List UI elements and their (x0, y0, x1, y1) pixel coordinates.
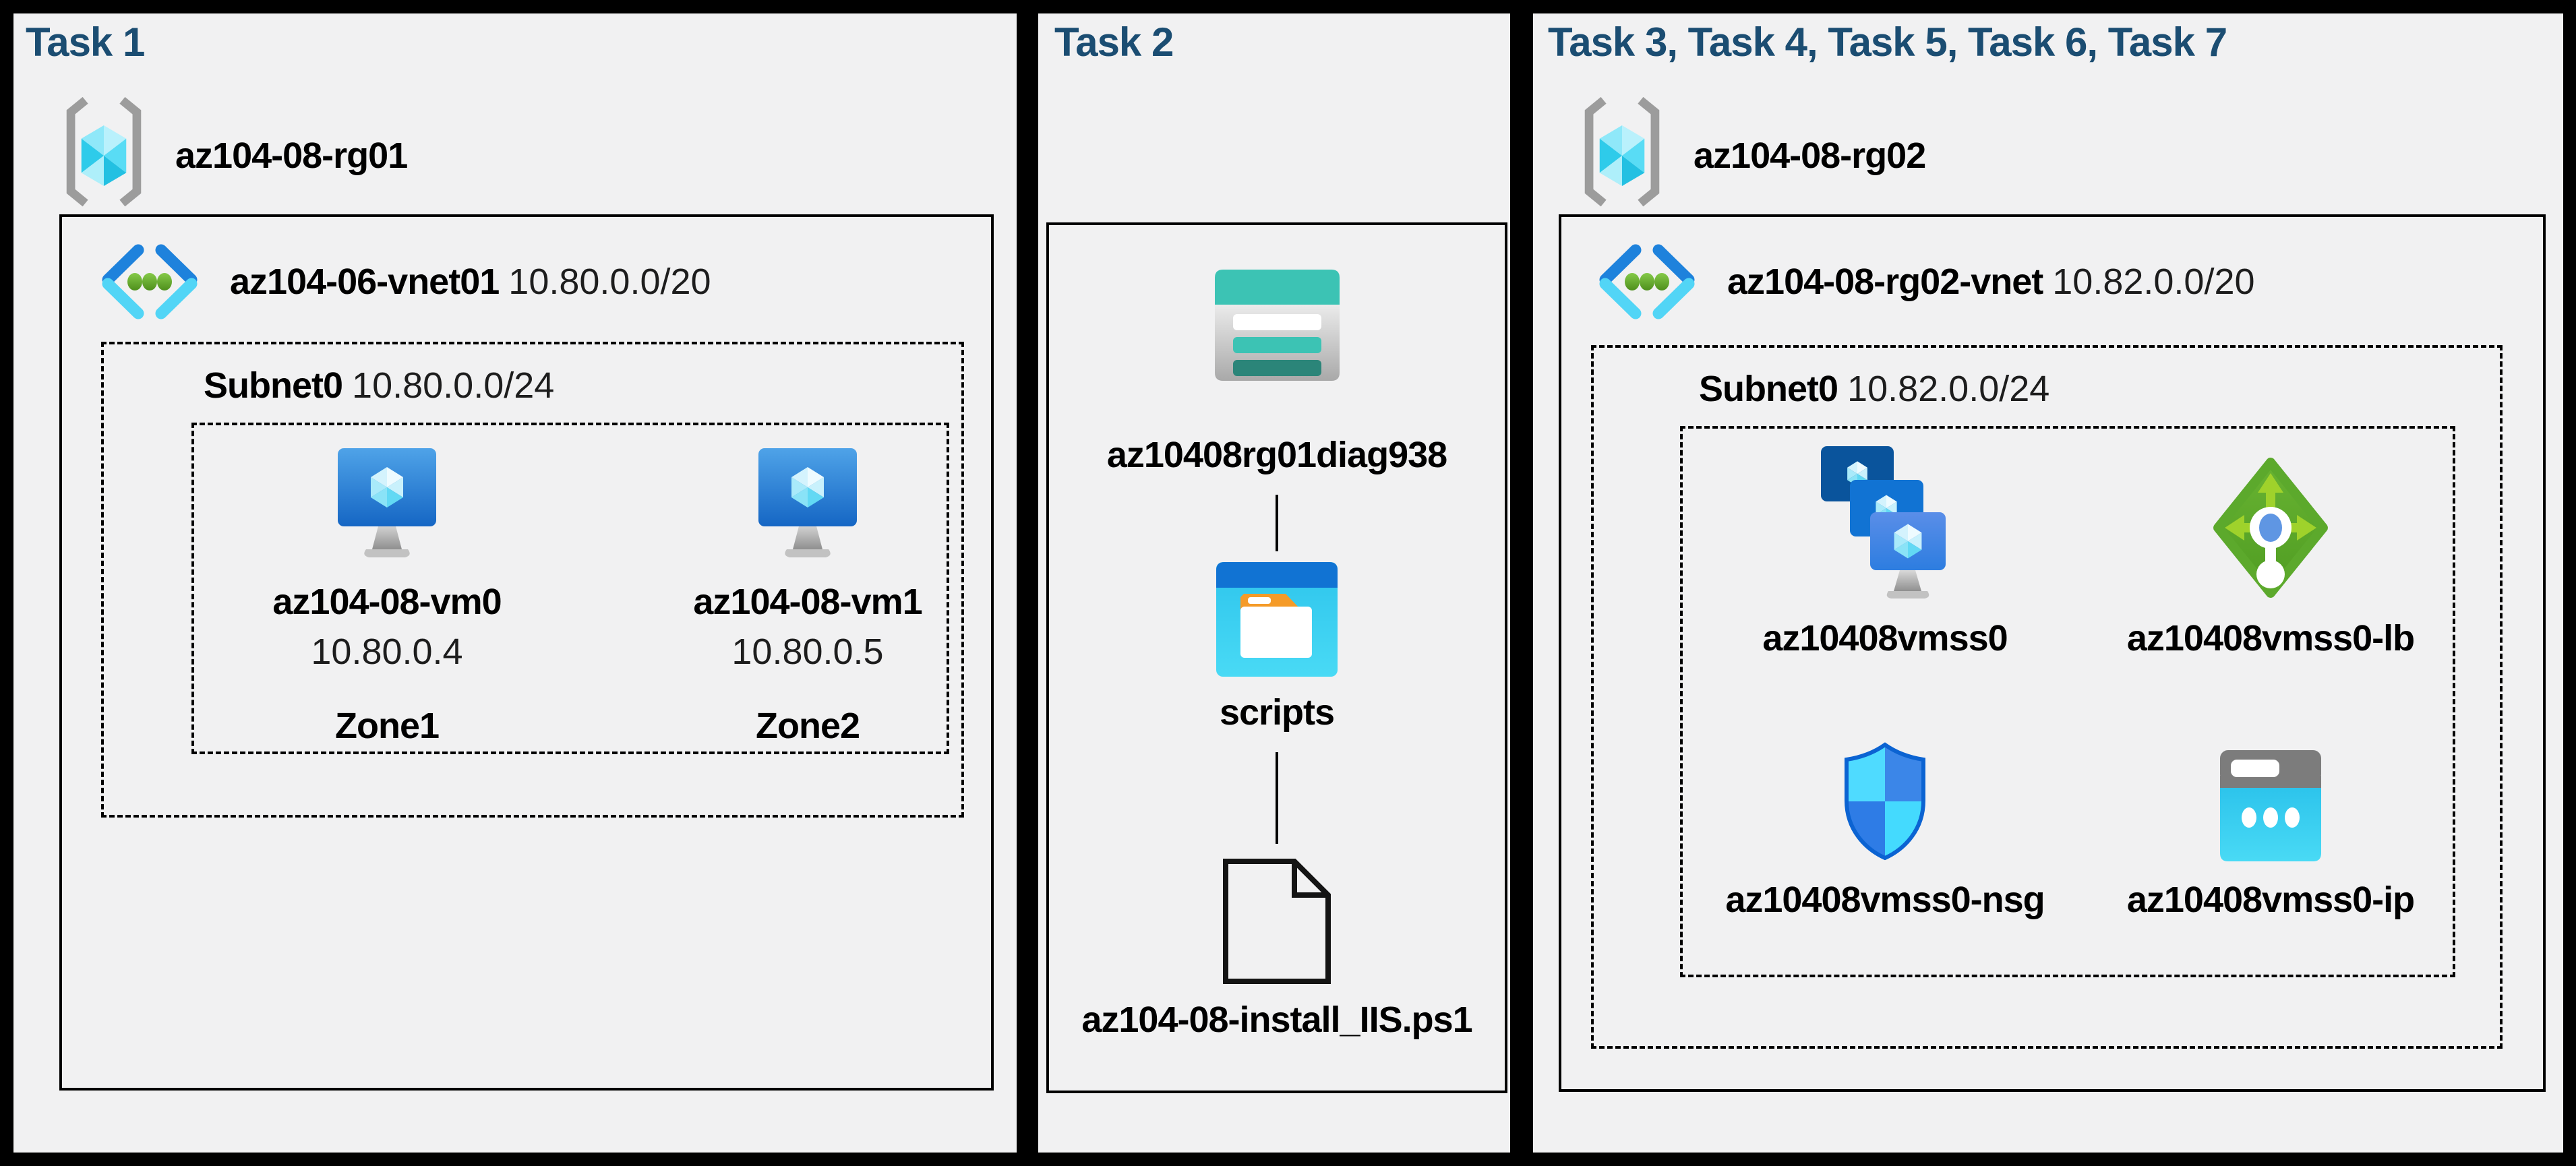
resource-entry: az10408vmss0-ip (2082, 733, 2459, 921)
nsg-icon (1845, 742, 1925, 861)
storage-account-name: az10408rg01diag938 (1106, 435, 1447, 475)
vmss-group-box: az10408vmss0 (1680, 426, 2455, 977)
subnet-cidr: 10.82.0.0/24 (1847, 369, 2050, 409)
vnet-icon (102, 244, 198, 319)
vnet-name: az104-06-vnet01 (230, 262, 500, 302)
vnet-label: az104-08-rg02-vnet 10.82.0.0/20 (1727, 261, 2255, 303)
vm-ip: 10.80.0.4 (311, 632, 463, 672)
vnet-cidr: 10.82.0.0/20 (2052, 262, 2255, 302)
task3-panel: Task 3, Task 4, Task 5, Task 6, Task 7 a… (1533, 13, 2563, 1153)
task1-title: Task 1 (26, 20, 145, 65)
load-balancer-icon (2213, 458, 2328, 598)
resource-group-icon (1584, 96, 1660, 206)
vm-zone: Zone2 (755, 706, 860, 746)
vnet-icon (1599, 244, 1695, 319)
file-icon (1223, 859, 1331, 984)
resource-group-name: az104-08-rg02 (1694, 135, 1926, 176)
resource-name: az10408vmss0 (1762, 618, 2008, 658)
subnet-box: Subnet0 10.80.0.0/24 az104-08-vm0 10.80.… (101, 342, 964, 818)
vnet-label: az104-06-vnet01 10.80.0.0/20 (230, 261, 711, 303)
task2-box: az10408rg01diag938 scripts az (1046, 222, 1507, 1093)
vm-zone: Zone1 (334, 706, 440, 746)
storage-account-icon (1214, 270, 1340, 381)
resource-group-row: az104-08-rg02 (1578, 93, 1926, 218)
vm-group-box: az104-08-vm0 10.80.0.4 Zone1 az104-08-vm… (191, 423, 949, 754)
vm-name: az104-08-vm1 (693, 582, 922, 622)
blob-container-icon (1216, 562, 1338, 677)
task1-panel: Task 1 az104-08-rg01 (13, 13, 1017, 1153)
resource-name: az10408vmss0-ip (2126, 880, 2415, 920)
vm-entry: az104-08-vm0 10.80.0.4 Zone1 (245, 448, 529, 747)
task2-title: Task 2 (1054, 20, 1174, 65)
subnet-label: Subnet0 10.80.0.0/24 (204, 365, 554, 406)
public-ip-icon (2220, 750, 2321, 861)
vmss-icon (1821, 446, 1946, 599)
container-name: scripts (1219, 692, 1335, 733)
file-name: az104-08-install_IIS.ps1 (1081, 1000, 1472, 1040)
vm-entry: az104-08-vm1 10.80.0.5 Zone2 (666, 448, 949, 747)
resource-entry: az10408vmss0 (1696, 443, 2074, 659)
vm-ip: 10.80.0.5 (731, 632, 884, 672)
resource-group-name: az104-08-rg01 (175, 135, 408, 176)
resource-name: az10408vmss0-nsg (1725, 880, 2045, 920)
task3-title: Task 3, Task 4, Task 5, Task 6, Task 7 (1548, 20, 2227, 65)
vnet-name: az104-08-rg02-vnet (1727, 262, 2043, 302)
subnet-name: Subnet0 (1699, 369, 1838, 409)
resource-entry: az10408vmss0-lb (2082, 443, 2459, 659)
subnet-name: Subnet0 (204, 365, 343, 406)
resource-group-row: az104-08-rg01 (59, 93, 408, 218)
vnet-box: az104-06-vnet01 10.80.0.0/20 Subnet0 10.… (59, 214, 994, 1091)
vnet-cidr: 10.80.0.0/20 (508, 262, 711, 302)
resource-entry: az10408vmss0-nsg (1696, 733, 2074, 921)
vnet-row: az104-06-vnet01 10.80.0.0/20 (99, 241, 711, 322)
vm-name: az104-08-vm0 (272, 582, 502, 622)
connector-line (1276, 495, 1278, 551)
resource-group-icon (66, 96, 142, 206)
vm-icon (758, 448, 857, 557)
connector-line (1276, 752, 1278, 844)
subnet-label: Subnet0 10.82.0.0/24 (1699, 368, 2049, 410)
subnet-box: Subnet0 10.82.0.0/24 (1591, 345, 2503, 1049)
task2-panel: Task 2 az10408rg01diag938 (1038, 13, 1510, 1153)
vnet-box: az104-08-rg02-vnet 10.82.0.0/20 Subnet0 … (1559, 214, 2546, 1092)
vnet-row: az104-08-rg02-vnet 10.82.0.0/20 (1596, 241, 2255, 322)
subnet-cidr: 10.80.0.0/24 (352, 365, 555, 406)
vm-icon (338, 448, 436, 557)
resource-name: az10408vmss0-lb (2126, 618, 2415, 658)
